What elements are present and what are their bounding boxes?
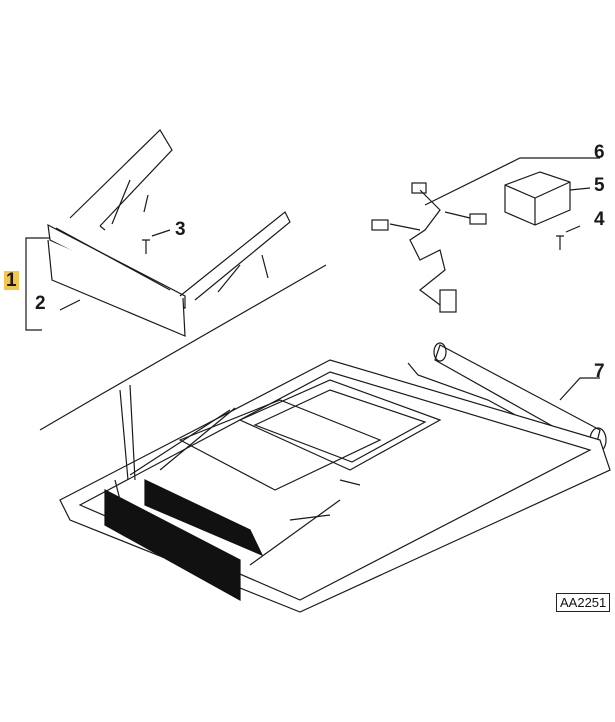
- callout-1-bracket: [25, 237, 42, 331]
- callout-4: 4: [594, 209, 605, 230]
- diagram-reference-code: AA2251: [556, 593, 611, 612]
- screw-part-3: [142, 239, 150, 254]
- callout-3: 3: [175, 219, 186, 240]
- sunshade-panel: [104, 489, 241, 602]
- control-module-part: [504, 171, 591, 226]
- callout-7: 7: [594, 361, 605, 382]
- callout-6: 6: [594, 142, 605, 163]
- wiring-harness-part: [371, 157, 600, 313]
- callout-5: 5: [594, 175, 605, 196]
- callout-1: 1: [4, 270, 19, 291]
- screw-part-4: [556, 235, 564, 250]
- frame-assembly-part: [47, 129, 291, 337]
- callout-2: 2: [35, 293, 46, 314]
